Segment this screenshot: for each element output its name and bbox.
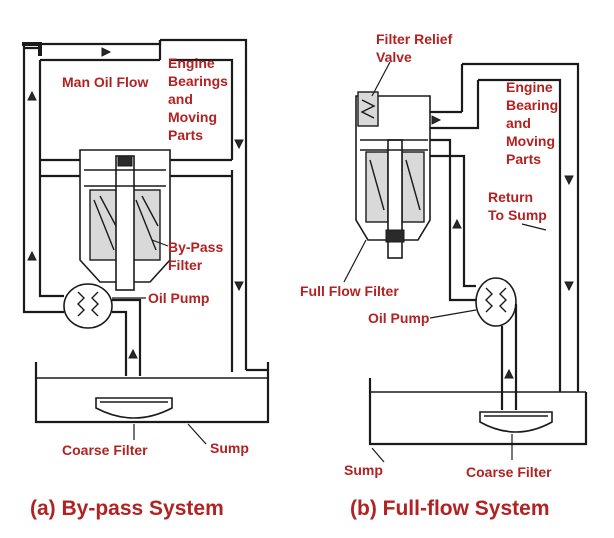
engine-bearings-label-line4: Moving — [168, 109, 217, 125]
full-flow-filter-unit — [355, 91, 431, 259]
bypass-oil-pump — [63, 283, 142, 376]
filter-relief-valve-label-line2: Valve — [376, 49, 412, 65]
fullflow-return-inner — [478, 78, 562, 198]
fullflow-flow-arrow — [431, 115, 442, 125]
main-oil-flow-label: Man Oil Flow — [62, 74, 148, 90]
bypass-return-top — [170, 58, 234, 160]
filter-relief-valve-label-line1: Filter Relief — [376, 31, 453, 47]
fullflow-sump-label: Sump — [344, 462, 383, 478]
bypass-return-line — [230, 170, 268, 372]
bypass-system-diagram: Man Oil Flow Engine Bearings and Moving … — [22, 38, 270, 520]
bypass-leader-line — [187, 423, 207, 445]
bypass-top-gallery — [22, 40, 162, 62]
bypass-flow-arrow — [234, 139, 244, 150]
fullflow-flow-arrow — [452, 218, 462, 229]
bypass-sump-tank — [34, 362, 270, 424]
bypass-flow-arrow — [234, 281, 244, 292]
engine-bearings-label-line2: Bearings — [168, 73, 228, 89]
fullflow-sump-tank — [368, 378, 588, 446]
bypass-filter-unit — [79, 149, 171, 291]
fullflow-coarse-filter — [479, 411, 553, 433]
bypass-flow-arrow — [27, 90, 37, 101]
fullflow-leader-line — [371, 447, 385, 463]
bypass-coarse-filter-label: Coarse Filter — [62, 442, 148, 458]
full-flow-system-caption: (b) Full-flow System — [350, 497, 550, 520]
return-to-sump-label-line1: Return — [488, 189, 533, 205]
engine-bearing-label-line5: Parts — [506, 151, 541, 167]
engine-bearings-label-line1: Engine — [168, 55, 215, 71]
bypass-flow-arrow — [27, 250, 37, 261]
engine-bearings-label-line5: Parts — [168, 127, 203, 143]
bypass-leader-line — [151, 239, 169, 247]
bypass-filter-label-line2: Filter — [168, 257, 203, 273]
fullflow-oil-pump-label: Oil Pump — [368, 310, 429, 326]
engine-bearing-label-line4: Moving — [506, 133, 555, 149]
engine-bearing-label-line3: and — [506, 115, 531, 131]
fullflow-leader-line — [521, 223, 547, 231]
fullflow-flow-arrow — [564, 281, 574, 292]
bypass-main-gallery — [22, 48, 64, 314]
bypass-filter-label-line1: By-Pass — [168, 239, 223, 255]
engine-bearing-label-line1: Engine — [506, 79, 553, 95]
fullflow-leader-line — [371, 61, 391, 97]
engine-bearings-label-line3: and — [168, 91, 193, 107]
fullflow-flow-arrow — [564, 175, 574, 186]
full-flow-filter-label: Full Flow Filter — [300, 283, 399, 299]
bypass-sump-label: Sump — [210, 440, 249, 456]
fullflow-coarse-filter-label: Coarse Filter — [466, 464, 552, 480]
bypass-inner-feed — [40, 158, 232, 178]
fullflow-oil-pump — [475, 277, 518, 410]
engine-bearing-label-line2: Bearing — [506, 97, 558, 113]
full-flow-system-diagram: Filter Relief Valve Engine Bearing and M… — [300, 31, 588, 520]
bypass-system-caption: (a) By-pass System — [30, 497, 224, 520]
bypass-coarse-filter — [95, 397, 173, 419]
bypass-top-marker — [22, 42, 42, 56]
bypass-flow-arrow — [101, 47, 112, 57]
fullflow-engine-block — [460, 62, 580, 392]
fullflow-leader-line — [343, 239, 367, 283]
fullflow-leader-line — [429, 309, 477, 319]
bypass-oil-pump-label: Oil Pump — [148, 290, 209, 306]
return-to-sump-label-line2: To Sump — [488, 207, 547, 223]
